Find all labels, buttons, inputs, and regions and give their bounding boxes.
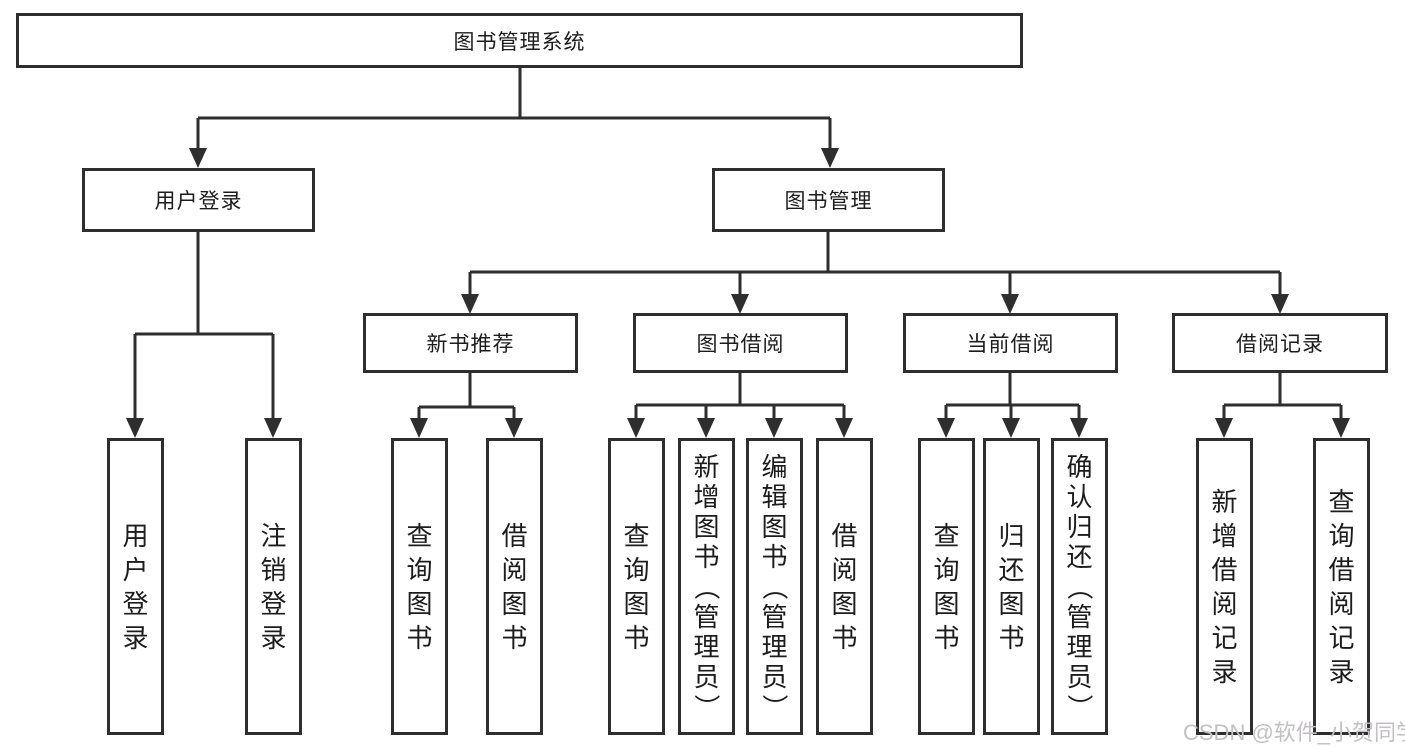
leaf-user-login: 用户登录 [107,438,164,735]
leaf-query-borrow-record: 查询借阅记录 [1313,438,1370,735]
arrowhead [731,294,749,314]
connector-root-to-level2 [196,68,832,150]
connector-user-login-leaves [133,232,275,419]
arrowhead [697,418,715,438]
arrowhead [835,418,853,438]
leaf-query-book-borrowing: 查询图书 [608,438,665,735]
arrowhead [1001,294,1019,314]
connector-current-leaves [944,373,1081,420]
node-book-borrowing: 图书借阅 [633,313,848,373]
arrowhead [821,148,839,168]
leaf-add-borrow-record: 新增借阅记录 [1196,438,1253,735]
arrowhead [937,418,955,438]
leaf-logout: 注销登录 [245,438,302,735]
arrowhead [1332,418,1350,438]
connector-records-leaves [1222,373,1343,420]
connector-newrec-leaves [417,373,516,420]
leaf-query-book-recommend: 查询图书 [391,438,448,735]
arrowhead [1002,418,1020,438]
leaf-borrow-book-recommend: 借阅图书 [486,438,543,735]
arrowhead [1271,294,1289,314]
arrowhead [765,418,783,438]
leaf-borrow-book-borrowing: 借阅图书 [816,438,873,735]
connector-book-mgmt-to-level3 [468,232,1282,295]
node-new-book-recommend: 新书推荐 [363,313,578,373]
arrowhead [461,294,479,314]
leaf-query-book-current: 查询图书 [918,438,975,735]
node-book-management: 图书管理 [712,168,945,232]
connector-borrowing-leaves [634,373,846,420]
arrowhead [189,148,207,168]
node-current-borrowing: 当前借阅 [903,313,1118,373]
arrowhead [126,418,144,438]
node-borrow-records: 借阅记录 [1172,313,1388,373]
leaf-confirm-return-admin: 确认归还（管理员） [1051,438,1108,735]
node-user-login: 用户登录 [82,168,315,232]
arrowhead [410,418,428,438]
node-root-library-management-system: 图书管理系统 [16,13,1023,68]
leaf-edit-book-admin: 编辑图书（管理员） [746,438,803,735]
leaf-add-book-admin: 新增图书（管理员） [678,438,735,735]
leaf-return-book: 归还图书 [983,438,1040,735]
arrowhead [1215,418,1233,438]
csdn-watermark: CSDN @软件_小贺同学 [1183,720,1405,745]
arrowhead [505,418,523,438]
arrowhead [1070,418,1088,438]
arrowhead [627,418,645,438]
arrowhead [264,418,282,438]
